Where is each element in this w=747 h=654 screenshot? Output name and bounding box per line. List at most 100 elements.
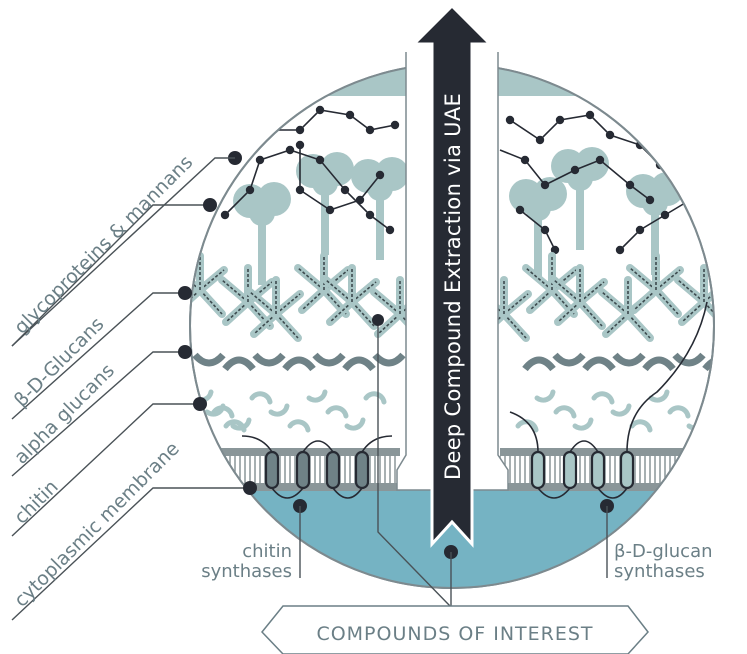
glucan-branch [325,279,353,303]
synthase-helix [295,450,311,490]
alpha-glucan-arc [312,352,346,367]
beta-glucan-layer [190,252,714,342]
synthase-helix [619,450,635,490]
chitin-fibril [705,391,714,405]
chitin-fibril [629,419,653,433]
chitin-fibril [534,389,556,403]
sugar-residue [660,210,670,220]
arrow-label: Deep Compound Extraction via UAE [441,93,465,480]
chitin-synthases-line1: chitin [242,541,292,562]
glycoprotein-chain [619,199,691,251]
compounds-box [261,605,649,654]
sugar-residue [325,205,335,215]
sugar-residue [550,245,560,255]
sugar-residue [255,155,265,165]
alpha-glucan-arc [582,356,616,372]
mannan-stalk [651,195,659,275]
glucan-branch [629,267,657,291]
sugar-residue [535,135,545,145]
alpha-glucan-arc [222,356,256,372]
callout-dot [193,397,207,411]
compounds-label: COMPOUNDS OF INTEREST [316,623,593,645]
chitin-fibril [553,405,577,419]
sugar-residue [345,110,355,120]
alpha-glucan-arc [642,356,676,372]
sugar-residue [295,140,305,150]
glucan-branch [351,301,375,327]
glucan-halo [602,310,632,338]
mannan-stalk [321,175,329,255]
chitin-fibril [223,419,247,433]
sugar-residue [355,195,365,205]
callout-dot [243,481,257,495]
sugar-residue [570,165,580,175]
sugar-residue [520,155,530,165]
glucan-branch [503,313,527,339]
alpha-glucan-arc [342,356,376,372]
mannan-stalk [258,205,266,285]
sugar-residue [585,110,595,120]
sugar-residue [245,185,255,195]
chitin-fibril [306,389,328,403]
callout-line [11,403,200,537]
sugar-residue [315,105,325,115]
chitin-fibril [249,391,273,405]
chitin-synthases-line2: synthases [201,561,292,582]
sugar-residue [315,155,325,165]
chitin-fibril [610,403,632,417]
compound-leader-left [377,320,451,607]
alpha-glucan-arc [522,356,556,372]
glucan-branch [553,279,581,303]
glycoprotein-chain [224,149,391,231]
sugar-residue [365,210,375,220]
sugar-residue [515,205,525,215]
glucan-branch [275,313,299,339]
glucan-branch [373,291,401,315]
glucan-branch [703,301,714,327]
label-cytoplasmic-membrane: cytoplasmic membrane [10,438,184,612]
sugar-residue [265,125,275,135]
membrane-head-inner [500,483,714,491]
glucan-branch [249,291,277,315]
compound-source-dot [372,314,384,326]
callout-dot [178,345,192,359]
synthase-proteins [241,301,708,499]
sugar-residue [385,225,395,235]
glucan-halo [190,286,204,314]
glucan-branch [579,301,603,327]
callout-line [11,487,250,621]
glucan-branch [655,289,679,315]
label-glycoproteins: glycoproteins & mannans [10,151,197,338]
sugar-residue [295,185,305,195]
mannan-stalk [576,170,584,250]
glycoprotein-layer [200,105,695,285]
glucan-branch [677,279,705,303]
sugar-residue [390,120,400,130]
synthase-helix [264,450,280,490]
chitin-fibril [591,391,615,405]
label-alpha-glucans: alpha glucans [10,360,119,469]
sugar-residue [540,180,550,190]
alpha-glucan-arc [612,352,646,367]
sugar-residue [605,130,615,140]
membrane-head-inner [190,483,400,491]
glucan-branch [297,267,325,291]
glucan-halo [526,286,556,314]
alpha-glucan-arc [192,352,226,367]
glucan-halo [554,298,584,326]
sugar-residue [645,195,655,205]
glucan-branch [199,289,223,315]
membrane-head-outer [190,448,400,456]
synthase-helix [590,450,606,490]
chitin-fibril [204,403,226,417]
alpha-glucan-arc [702,356,714,372]
glucan-halo [630,286,660,314]
chitin-fibril [325,405,349,419]
glucan-halo [222,298,252,326]
chitin-fibril [667,405,691,419]
glucan-halo [374,310,404,338]
sugar-residue [505,115,515,125]
alpha-glucan-arc [252,352,286,367]
sugar-residue [295,125,305,135]
